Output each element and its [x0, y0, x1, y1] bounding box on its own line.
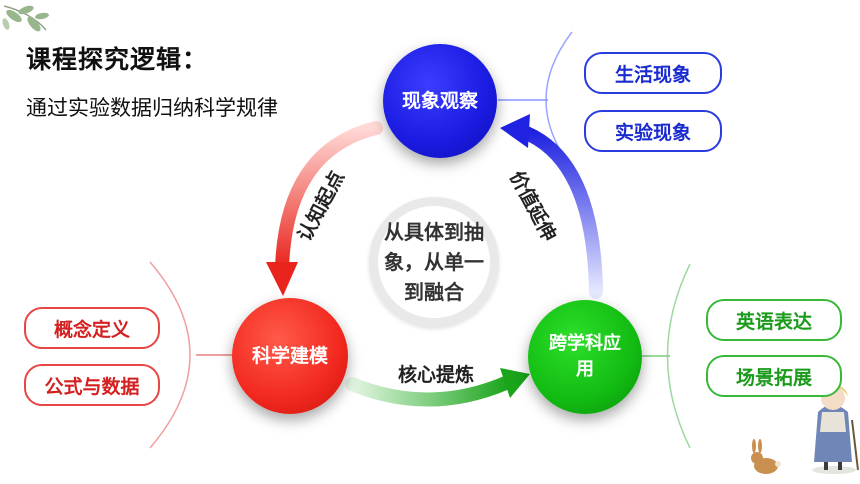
pill-scenario-extension: 场景拓展 [706, 355, 842, 397]
center-summary: 从具体到抽 象，从单一 到融合 [369, 197, 499, 327]
pill-concept-definition: 概念定义 [24, 307, 160, 349]
node-application: 跨学科应 用 [528, 300, 642, 414]
rabbit-illustration [751, 439, 781, 474]
bottom-arrow [345, 368, 530, 407]
page-subtitle: 通过实验数据归纳科学规律 [26, 96, 278, 120]
left-bracket [149, 261, 191, 449]
node-observation: 现象观察 [383, 44, 497, 158]
node-observation-label: 现象观察 [401, 90, 478, 112]
girl-illustration [812, 384, 859, 474]
pill-formula-data: 公式与数据 [24, 364, 160, 406]
right-arrow [500, 114, 603, 299]
node-application-label-line2: 用 [576, 359, 594, 380]
arrow-label-bottom: 核心提炼 [398, 364, 475, 386]
right-bracket [666, 263, 691, 449]
node-modeling: 科学建模 [232, 298, 348, 414]
node-application-label-line1: 跨学科应 [549, 333, 621, 354]
center-line-2: 象，从单一 [384, 250, 484, 274]
node-modeling-label: 科学建模 [251, 345, 328, 367]
pill-experiment-phenomena: 实验现象 [584, 110, 722, 152]
left-arrow [266, 121, 383, 296]
page-title: 课程探究逻辑： [26, 45, 209, 74]
pill-life-phenomena: 生活现象 [584, 52, 722, 94]
leaf-branch-icon [2, 5, 49, 32]
pill-english-expression: 英语表达 [706, 299, 842, 341]
center-line-1: 从具体到抽 [384, 220, 484, 244]
center-line-3: 到融合 [404, 280, 464, 304]
